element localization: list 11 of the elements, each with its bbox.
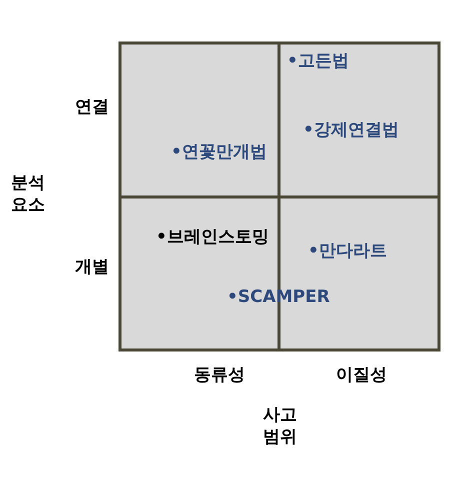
axis-title: 분석 요소 [10,172,46,216]
axis-title: 사고 범위 [262,404,298,448]
method-label: •연꽃만개법 [171,141,267,163]
method-label: •강제연결법 [303,119,399,141]
axis-label: 개별 [75,256,109,278]
method-label: •만다라트 [308,240,387,262]
axis-label: 이질성 [336,364,387,386]
method-label: •브레인스토밍 [156,226,269,248]
method-label: •고든법 [287,50,349,72]
axis-label: 동류성 [194,364,245,386]
axis-label: 연결 [75,96,109,118]
